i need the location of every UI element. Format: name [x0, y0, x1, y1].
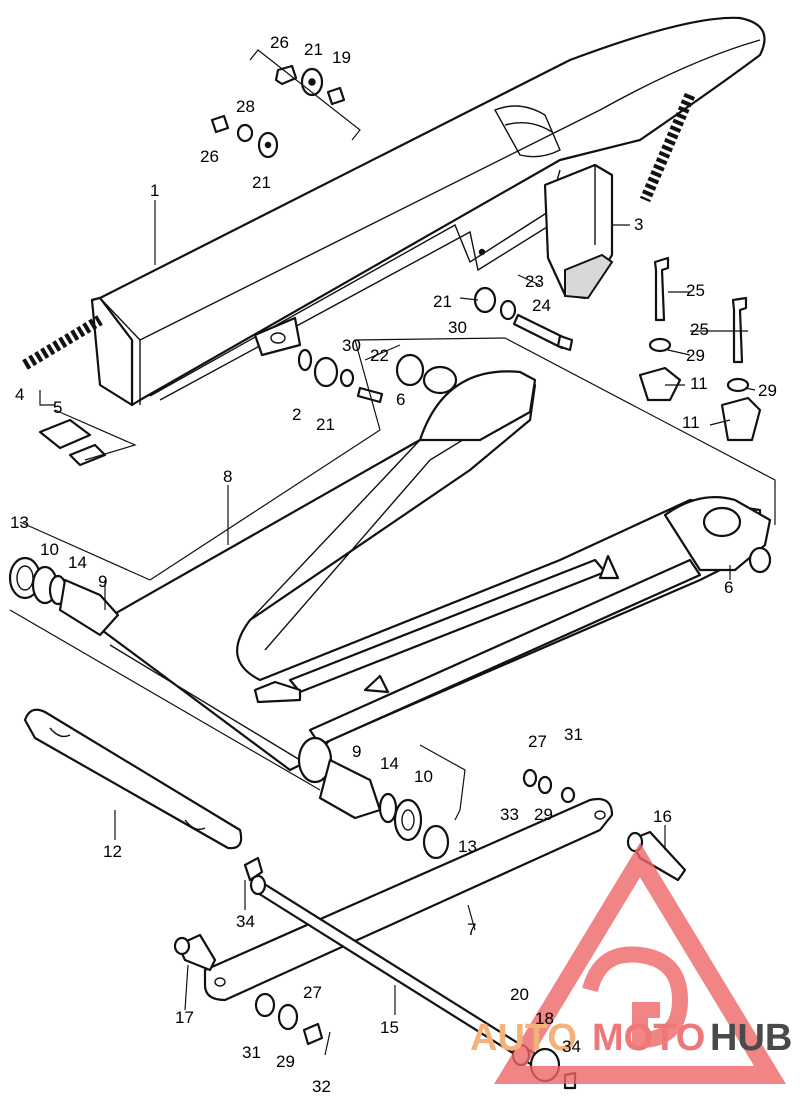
callout-13b: 13 — [458, 837, 477, 856]
callout-10a: 10 — [40, 540, 59, 559]
pivot-parts-right — [318, 758, 450, 860]
callout-29b: 29 — [758, 381, 777, 400]
bolts-25-and-parts — [638, 256, 762, 442]
callout-3: 3 — [634, 215, 643, 234]
pivot-parts-left — [8, 556, 120, 637]
callout-23: 23 — [525, 272, 544, 291]
callout-7: 7 — [467, 920, 476, 939]
callout-20: 20 — [510, 985, 529, 1004]
leader-lines — [39, 200, 756, 1015]
callout-26a: 26 — [270, 33, 289, 52]
callout-32: 32 — [312, 1077, 331, 1096]
watermark-hub: HUB — [710, 1017, 792, 1059]
watermark-logo — [494, 842, 786, 1084]
callout-labels: 26 21 19 28 26 21 1 3 23 21 24 30 25 25 … — [10, 33, 777, 1096]
callout-31b: 31 — [242, 1043, 261, 1062]
callout-17: 17 — [175, 1008, 194, 1027]
callout-21c: 21 — [433, 292, 452, 311]
callout-19: 19 — [332, 48, 351, 67]
callout-14b: 14 — [380, 754, 399, 773]
watermark-auto: AUTO — [470, 1017, 577, 1059]
callout-29d: 29 — [276, 1052, 295, 1071]
callout-8: 8 — [223, 467, 232, 486]
callout-14a: 14 — [68, 553, 87, 572]
callout-6b: 6 — [724, 578, 733, 597]
callout-27a: 27 — [528, 732, 547, 751]
bushing-6 — [297, 348, 772, 574]
callout-25b: 25 — [690, 320, 709, 339]
callout-1: 1 — [150, 181, 159, 200]
callout-21b: 21 — [252, 173, 271, 192]
callout-30b: 30 — [342, 336, 361, 355]
callout-9a: 9 — [98, 572, 107, 591]
callout-15: 15 — [380, 1018, 399, 1037]
callout-11b: 11 — [682, 413, 700, 432]
callout-29c: 29 — [534, 805, 553, 824]
drive-chain-upper — [639, 92, 696, 203]
drive-chain-lower — [22, 315, 103, 370]
callout-22: 22 — [370, 346, 389, 365]
callout-9b: 9 — [352, 742, 361, 761]
watermark-text: AUTO MOTO HUB — [470, 1017, 792, 1059]
callout-10b: 10 — [414, 767, 433, 786]
callout-12: 12 — [103, 842, 122, 861]
callout-16: 16 — [653, 807, 672, 826]
callout-25a: 25 — [686, 281, 705, 300]
callout-26b: 26 — [200, 147, 219, 166]
watermark-moto: MOTO — [592, 1017, 705, 1059]
swingarm — [93, 365, 772, 784]
callout-33: 33 — [500, 805, 519, 824]
chain-slider — [23, 708, 243, 850]
callout-27b: 27 — [303, 983, 322, 1002]
master-link — [38, 418, 107, 467]
callout-21d: 21 — [316, 415, 335, 434]
callout-6a: 6 — [396, 390, 405, 409]
callout-31a: 31 — [564, 725, 583, 744]
chain-guide — [543, 163, 614, 300]
group-outlines — [9, 337, 776, 821]
callout-28: 28 — [236, 97, 255, 116]
callout-24: 24 — [532, 296, 551, 315]
bolt-24 — [473, 286, 574, 352]
bolt-17 — [173, 933, 217, 972]
callout-2: 2 — [292, 405, 301, 424]
callout-18: 18 — [535, 1009, 554, 1028]
torque-link — [203, 797, 614, 1002]
callout-29a: 29 — [686, 346, 705, 365]
callout-4: 4 — [15, 385, 24, 404]
callout-5: 5 — [53, 398, 62, 417]
callout-30a: 30 — [448, 318, 467, 337]
callout-13a: 13 — [10, 513, 29, 532]
top-hardware — [210, 49, 361, 159]
callout-21a: 21 — [304, 40, 323, 59]
callout-11a: 11 — [690, 374, 708, 393]
callout-34b: 34 — [562, 1037, 581, 1056]
callout-34a: 34 — [236, 912, 255, 931]
